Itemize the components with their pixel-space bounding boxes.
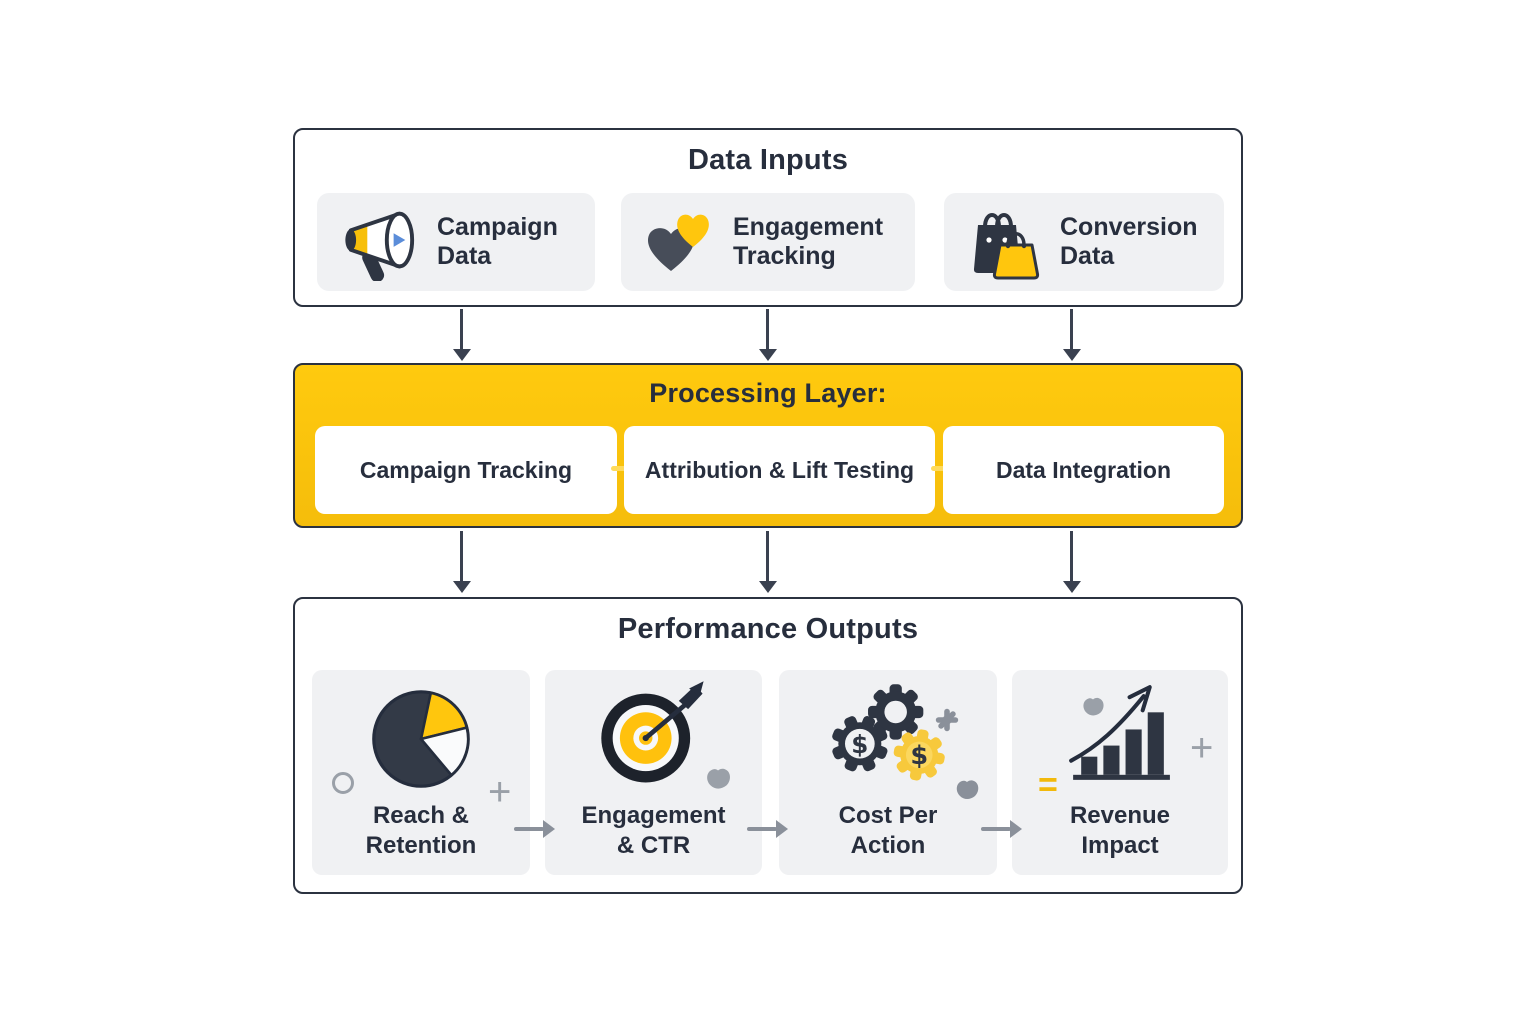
circle-decoration-icon: [332, 772, 354, 794]
input-card-campaign-data: Campaign Data: [317, 193, 595, 291]
input-card-label: Conversion Data: [1060, 212, 1198, 271]
output-card-engagement-ctr: Engagement & CTR: [545, 670, 762, 875]
processing-card-campaign-tracking: Campaign Tracking: [315, 426, 617, 514]
blob-decoration-icon: [951, 774, 983, 811]
connector-dash: [931, 466, 949, 471]
flow-arrow-down-icon: [460, 531, 463, 582]
processing-layer-section: Processing Layer: Campaign Tracking Attr…: [293, 363, 1243, 528]
flow-arrow-right-icon: [747, 827, 777, 831]
flow-arrow-down-icon: [1070, 531, 1073, 582]
blob-decoration-icon: [701, 762, 735, 801]
processing-card-label: Data Integration: [995, 456, 1172, 483]
data-inputs-section: Data Inputs Campaign Data Engagement Tra…: [293, 128, 1243, 307]
input-card-label: Campaign Data: [437, 212, 558, 271]
input-card-label: Engagement Tracking: [733, 212, 884, 271]
output-card-label: Revenue Impact: [1069, 802, 1171, 859]
connector-dash: [611, 466, 629, 471]
data-inputs-title: Data Inputs: [687, 144, 849, 176]
flow-arrow-down-icon: [1070, 309, 1073, 350]
output-card-label: Cost Per Action: [838, 802, 938, 859]
output-card-revenue-impact: = + Revenue Impact: [1012, 670, 1228, 875]
sparkle-decoration-icon: [933, 706, 961, 739]
flow-arrow-right-icon: [981, 827, 1011, 831]
processing-card-attribution-lift-testing: Attribution & Lift Testing: [624, 426, 935, 514]
plus-decoration-icon: +: [488, 770, 512, 814]
dollar-sign: $: [851, 730, 868, 759]
processing-card-label: Attribution & Lift Testing: [644, 456, 915, 483]
performance-outputs-section: Performance Outputs + Reach & Retention: [293, 597, 1243, 894]
flow-arrow-right-icon: [514, 827, 544, 831]
shopping-bags-icon: [964, 203, 1044, 281]
output-card-label: Reach & Retention: [365, 802, 477, 859]
megaphone-icon: [337, 203, 421, 281]
dollar-sign: $: [910, 741, 928, 771]
hearts-icon: [641, 207, 717, 277]
flow-arrow-down-icon: [766, 309, 769, 350]
processing-card-data-integration: Data Integration: [943, 426, 1224, 514]
blob-decoration-icon: [1078, 692, 1108, 727]
plus-decoration-icon: +: [1190, 726, 1214, 770]
processing-card-label: Campaign Tracking: [359, 456, 573, 483]
flow-arrow-down-icon: [766, 531, 769, 582]
performance-outputs-title: Performance Outputs: [617, 613, 919, 645]
gears-dollar-icon: $ $: [779, 680, 997, 790]
output-card-cost-per-action: $ $: [779, 670, 997, 875]
input-card-engagement-tracking: Engagement Tracking: [621, 193, 915, 291]
bar-chart-growth-icon: [1012, 680, 1228, 790]
flow-arrow-down-icon: [460, 309, 463, 350]
pie-chart-icon: [312, 680, 530, 798]
output-card-label: Engagement & CTR: [581, 802, 726, 859]
processing-layer-title: Processing Layer:: [649, 378, 887, 408]
output-card-reach-retention: + Reach & Retention: [312, 670, 530, 875]
input-card-conversion-data: Conversion Data: [944, 193, 1224, 291]
target-arrow-icon: [545, 680, 762, 792]
equals-decoration-icon: =: [1038, 766, 1058, 804]
